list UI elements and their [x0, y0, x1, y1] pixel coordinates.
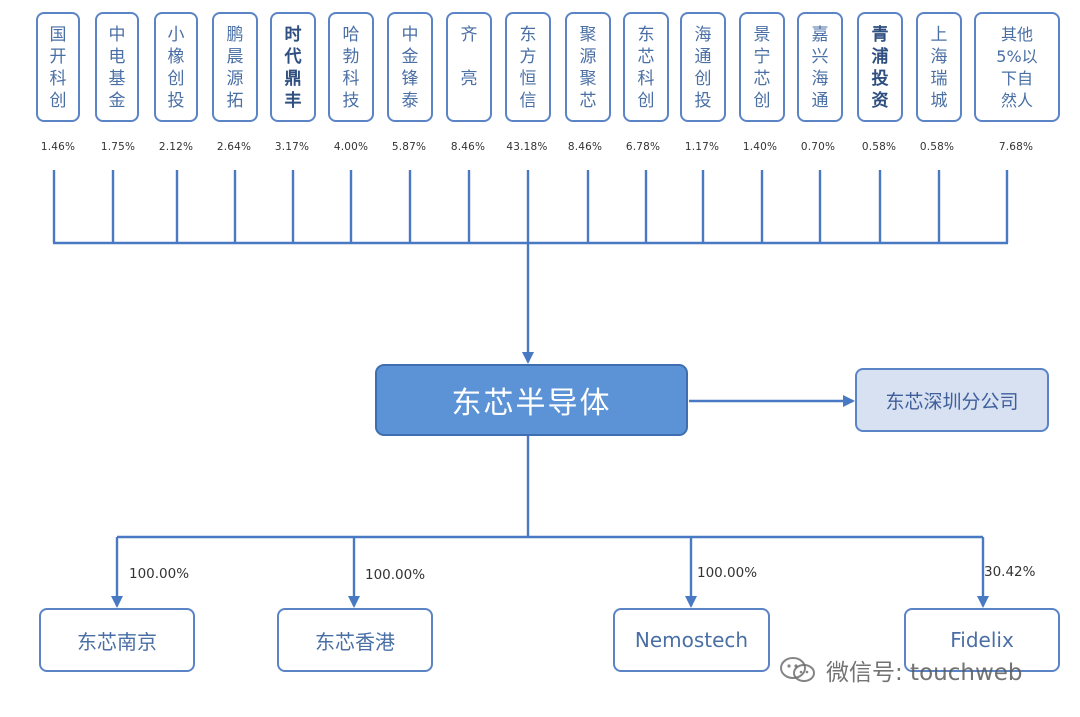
subsidiary-pct: 100.00% [129, 566, 190, 582]
shareholder-box-7: 中 金 锋 泰 [387, 12, 433, 122]
subsidiary-name: Nemostech [634, 628, 749, 652]
shareholder-box-11: 东 芯 科 创 [623, 12, 669, 122]
shareholder-name: 时 代 鼎 丰 [284, 25, 302, 111]
watermark-text: 微信号: touchweb [826, 660, 1023, 686]
shareholder-pct: 0.58% [861, 141, 897, 153]
shareholder-box-3: 小 橡 创 投 [154, 12, 198, 122]
subsidiary-box-nemostech: Nemostech [613, 608, 770, 672]
shareholder-name: 哈 勃 科 技 [342, 25, 360, 111]
shareholder-pct: 0.58% [919, 141, 955, 153]
main-company-box: 东芯半导体 [375, 364, 688, 436]
shareholder-box-9: 东 方 恒 信 [505, 12, 551, 122]
shareholder-box-13: 景 宁 芯 创 [739, 12, 785, 122]
subsidiary-pct: 100.00% [365, 567, 426, 583]
shareholder-pct: 2.64% [216, 141, 252, 153]
shareholder-name: 齐 亮 [460, 25, 478, 89]
subsidiary-box-nanjing: 东芯南京 [39, 608, 195, 672]
shareholder-pct: 7.68% [998, 141, 1034, 153]
shareholder-pct: 2.12% [158, 141, 194, 153]
shareholder-drop-lines [52, 170, 1009, 243]
shareholder-box-8: 齐 亮 [446, 12, 492, 122]
shareholder-pct: 1.40% [742, 141, 778, 153]
shareholder-name: 小 橡 创 投 [167, 25, 185, 111]
branch-office-box: 东芯深圳分公司 [855, 368, 1049, 432]
shareholder-name: 国 开 科 创 [49, 25, 67, 111]
wechat-icon [780, 657, 815, 682]
shareholder-name: 其他 5%以 下自 然人 [996, 25, 1038, 110]
shareholder-name: 东 芯 科 创 [637, 25, 655, 111]
shareholder-box-5: 时 代 鼎 丰 [270, 12, 316, 122]
shareholder-pct: 1.17% [684, 141, 720, 153]
main-company-name: 东芯半导体 [451, 386, 612, 421]
shareholder-pct: 0.70% [800, 141, 836, 153]
shareholder-name: 景 宁 芯 创 [753, 25, 771, 111]
shareholder-box-12: 海 通 创 投 [680, 12, 726, 122]
shareholder-name: 上 海 瑞 城 [930, 25, 948, 111]
shareholder-box-1: 国 开 科 创 [36, 12, 80, 122]
subsidiary-box-hongkong: 东芯香港 [277, 608, 433, 672]
shareholder-box-6: 哈 勃 科 技 [328, 12, 374, 122]
shareholder-name: 海 通 创 投 [694, 25, 712, 111]
shareholder-pct: 3.17% [274, 141, 310, 153]
subsidiary-name: 东芯香港 [315, 629, 395, 654]
branch-office-name: 东芯深圳分公司 [885, 390, 1019, 413]
shareholder-box-4: 鹏 晨 源 拓 [212, 12, 258, 122]
shareholder-name: 鹏 晨 源 拓 [226, 25, 244, 111]
shareholder-name: 嘉 兴 海 通 [811, 25, 829, 111]
subsidiary-name: 东芯南京 [77, 629, 157, 654]
subsidiary-box-fidelix: Fidelix [904, 608, 1060, 672]
shareholder-pct: 5.87% [391, 141, 427, 153]
shareholder-name: 中 电 基 金 [108, 25, 126, 111]
shareholder-box-17: 其他 5%以 下自 然人 [974, 12, 1060, 122]
shareholder-pct: 1.75% [100, 141, 136, 153]
shareholder-pct: 6.78% [625, 141, 661, 153]
shareholder-pct: 8.46% [567, 141, 603, 153]
subsidiary-pct: 100.00% [697, 565, 758, 581]
shareholder-pct: 8.46% [450, 141, 486, 153]
subsidiary-pct: 30.42% [984, 564, 1036, 580]
subsidiary-name: Fidelix [950, 628, 1014, 652]
shareholder-name: 东 方 恒 信 [519, 25, 537, 111]
shareholder-name: 中 金 锋 泰 [401, 25, 419, 111]
shareholder-box-10: 聚 源 聚 芯 [565, 12, 611, 122]
shareholder-box-16: 上 海 瑞 城 [916, 12, 962, 122]
shareholder-pct: 4.00% [333, 141, 369, 153]
wechat-watermark: 微信号: touchweb [778, 654, 1023, 686]
shareholder-box-2: 中 电 基 金 [95, 12, 139, 122]
shareholder-pct: 43.18% [506, 141, 548, 153]
shareholder-name: 聚 源 聚 芯 [579, 25, 597, 111]
shareholder-box-14: 嘉 兴 海 通 [797, 12, 843, 122]
shareholder-name: 青 浦 投 资 [871, 25, 889, 111]
shareholder-pct: 1.46% [40, 141, 76, 153]
shareholder-box-15: 青 浦 投 资 [857, 12, 903, 122]
